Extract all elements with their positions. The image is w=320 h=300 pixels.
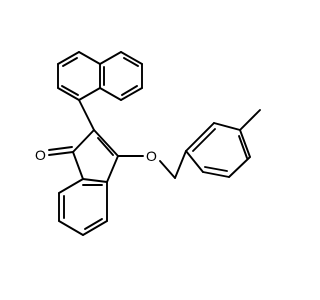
naphthalene-ring-upper xyxy=(99,51,143,101)
tolyl-ring xyxy=(185,122,251,178)
indenone-five-ring xyxy=(72,129,119,183)
carbonyl-oxygen-label: O xyxy=(35,147,46,163)
chemical-structure: O O xyxy=(35,51,261,236)
methyl-bond xyxy=(239,109,261,131)
carbonyl-bond xyxy=(48,146,74,156)
ether-linkage xyxy=(117,150,187,179)
naphthyl-indenone-bond xyxy=(78,99,95,131)
indenone-benzo-ring xyxy=(58,178,108,236)
naphthalene-ring-left xyxy=(57,51,101,101)
ether-oxygen-label: O xyxy=(146,148,157,164)
